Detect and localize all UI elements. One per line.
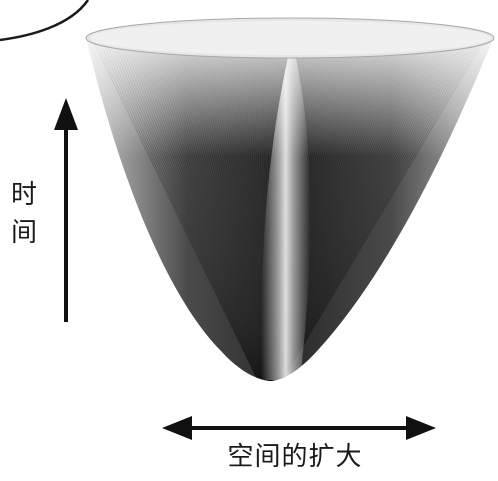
space-arrow bbox=[162, 416, 436, 440]
time-arrow bbox=[54, 98, 78, 322]
time-axis-label-char: 间 bbox=[10, 218, 37, 248]
expansion-bowl bbox=[85, 17, 495, 381]
time-axis-label-char: 时 bbox=[10, 180, 37, 210]
time-axis-label: 时 间 bbox=[10, 176, 38, 252]
speech-bubble-outline bbox=[0, 0, 90, 42]
space-axis-label: 空间的扩大 bbox=[227, 442, 363, 472]
central-spike bbox=[261, 40, 311, 380]
